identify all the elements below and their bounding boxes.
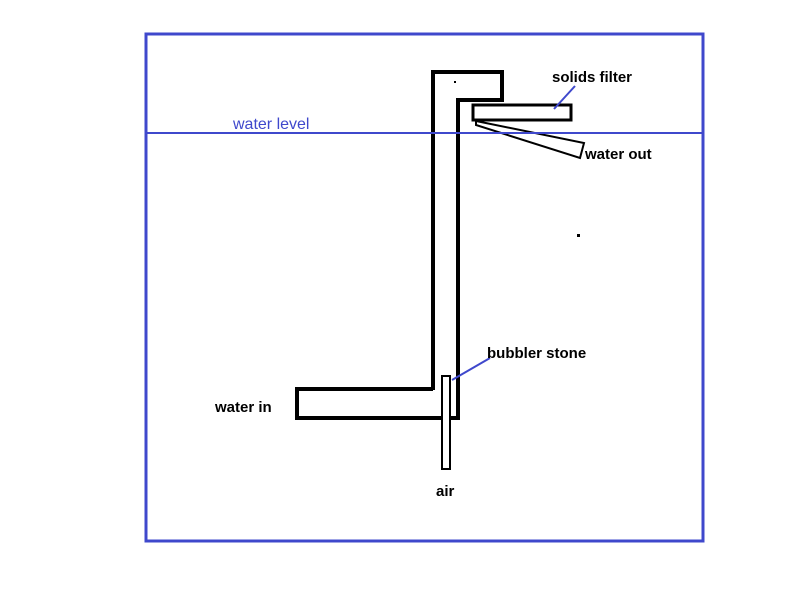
air-label: air xyxy=(436,483,455,500)
water-in-label: water in xyxy=(215,399,272,416)
water-out-label: water out xyxy=(585,146,652,163)
elbow-mark xyxy=(454,81,456,83)
water-out-spout xyxy=(475,119,586,160)
solids-filter-leader xyxy=(553,85,576,110)
bubbler-stone-leader xyxy=(451,357,491,381)
solids-filter-tray xyxy=(471,103,573,122)
stray-dot xyxy=(577,234,580,237)
solids-filter-label: solids filter xyxy=(552,69,633,86)
intake-pipe xyxy=(295,387,460,420)
riser-pipe xyxy=(431,70,504,400)
bubbler-stone-label: bubbler stone xyxy=(487,345,587,362)
tank-outline xyxy=(144,32,705,543)
water-level-label: water level xyxy=(233,116,310,133)
air-tube xyxy=(441,375,451,470)
